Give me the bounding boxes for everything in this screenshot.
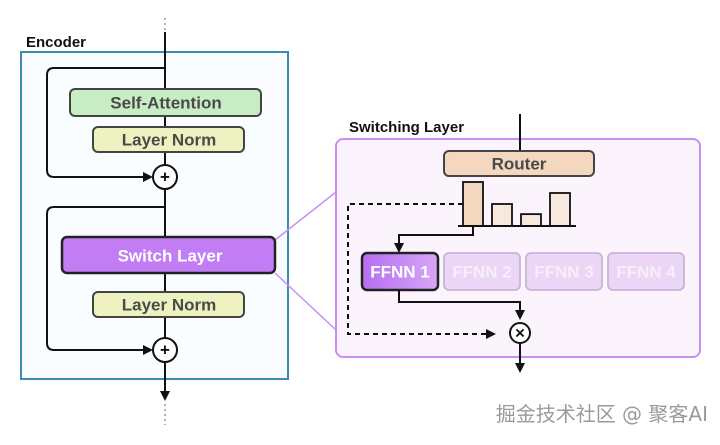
router-label: Router: [492, 155, 547, 174]
expert-label: FFNN 4: [616, 263, 676, 282]
encoder-label: Encoder: [26, 34, 86, 51]
residual-connection-1: [46, 67, 165, 182]
switch-layer-block: Switch Layer: [60, 235, 277, 275]
layer-norm-label-1: Layer Norm: [122, 131, 216, 150]
self-attention-label: Self-Attention: [110, 94, 221, 113]
multiply-node: ×: [509, 322, 531, 344]
self-attention-block: Self-Attention: [69, 88, 262, 117]
multiply-icon: ×: [515, 324, 525, 343]
add-node-1: +: [152, 164, 178, 190]
layer-norm-label-2: Layer Norm: [122, 296, 216, 315]
layer-norm-block-2: Layer Norm: [92, 291, 245, 318]
expert-label: FFNN 3: [534, 263, 594, 282]
expert-label: FFNN 1: [370, 263, 430, 282]
plus-icon: +: [160, 168, 170, 187]
expert-1: FFNN 1: [360, 251, 440, 292]
switching-layer-label: Switching Layer: [349, 119, 464, 136]
expert-2: FFNN 2: [443, 252, 521, 291]
expert-4: FFNN 4: [607, 252, 685, 291]
watermark: 掘金技术社区 @ 聚客AI: [496, 402, 708, 426]
residual-connection-2: [46, 206, 165, 355]
zoom-line-top: [274, 191, 337, 241]
experts: FFNN 1 FFNN 2 FFNN 3 FFNN 4: [360, 251, 685, 292]
router-block: Router: [443, 150, 595, 177]
expert-3: FFNN 3: [525, 252, 603, 291]
probability-bar: [520, 213, 542, 227]
route-arrow: [394, 226, 474, 253]
probability-bar: [462, 181, 484, 227]
layer-norm-block-1: Layer Norm: [92, 126, 245, 153]
expert-output-arrow: [398, 290, 525, 320]
probability-bar: [549, 192, 571, 227]
gate-value-dashed-path: [347, 203, 496, 339]
plus-icon: +: [160, 341, 170, 360]
zoom-line-bottom: [274, 272, 337, 331]
add-node-2: +: [152, 337, 178, 363]
expert-label: FFNN 2: [452, 263, 512, 282]
switch-layer-label: Switch Layer: [118, 247, 223, 266]
probability-bar: [491, 203, 513, 227]
